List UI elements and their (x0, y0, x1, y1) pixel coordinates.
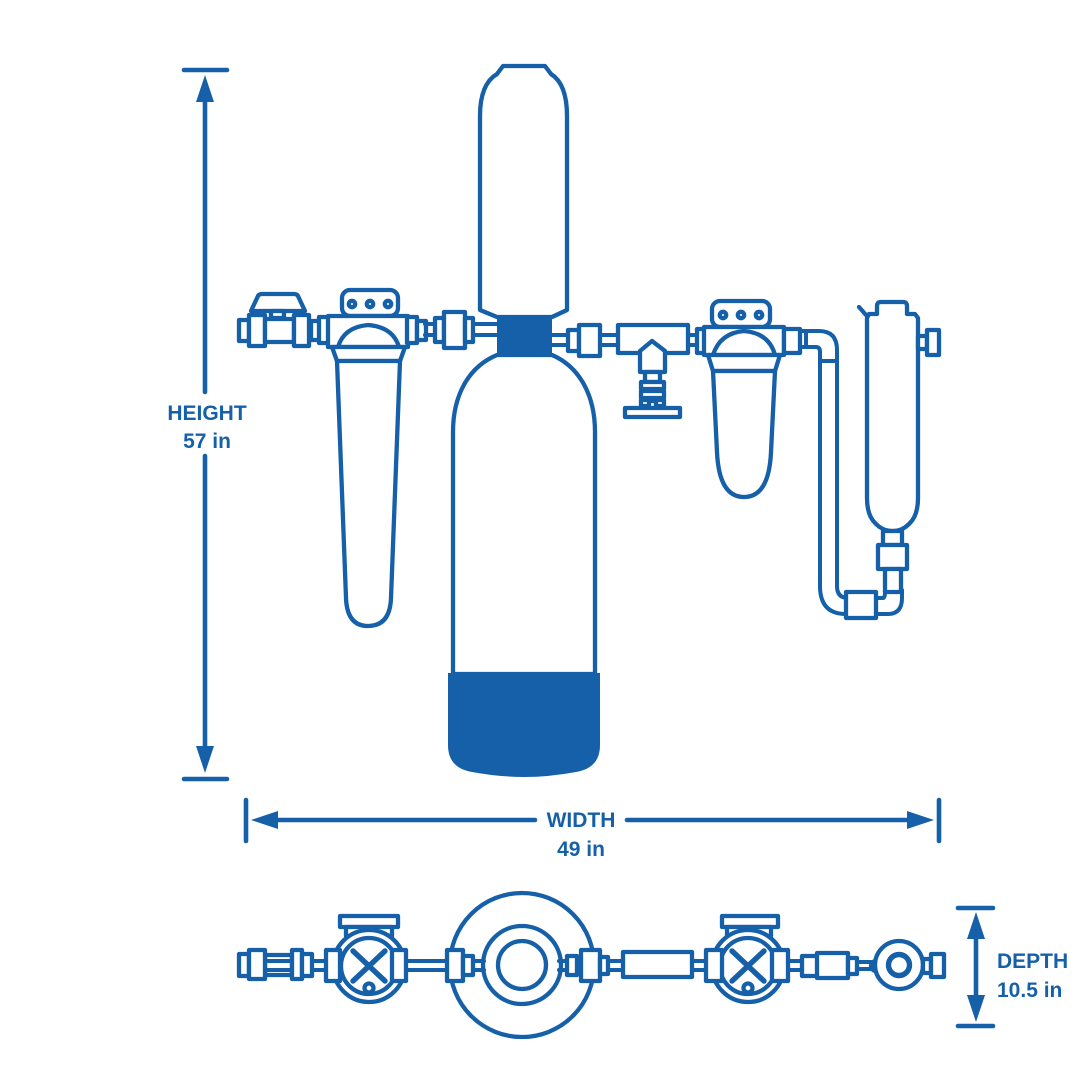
uv-vent-tick (856, 304, 869, 318)
tank-top (444, 890, 611, 1040)
tank-body (450, 352, 598, 677)
height-arrow-down (196, 746, 214, 773)
tank-top-inner (495, 938, 549, 992)
post-filter-collar (705, 352, 783, 374)
valve-body (262, 316, 297, 345)
inlet-piping (423, 309, 501, 351)
height-arrow-up (196, 75, 214, 102)
union-fitting (843, 589, 879, 621)
width-value: 49 in (557, 838, 605, 861)
height-value: 57 in (183, 430, 231, 453)
tee-fitting (615, 322, 707, 420)
pre-filter-top (323, 913, 409, 1005)
uv-outlet-port (924, 327, 942, 358)
return-piping (798, 329, 904, 621)
width-arrow-left (251, 811, 278, 829)
width-dimension: WIDTH 49 in (243, 797, 942, 861)
tank-top-middle (480, 923, 564, 1007)
top-view (236, 890, 947, 1040)
drain-valve (622, 338, 683, 420)
uv-chamber-top (786, 938, 947, 992)
front-view (236, 63, 942, 777)
depth-arrow-up (967, 912, 985, 939)
uv-chamber (856, 299, 942, 595)
depth-value: 10.5 in (997, 979, 1062, 1002)
tank-top-cylinder (477, 63, 570, 320)
height-label: HEIGHT (167, 402, 247, 425)
post-filter-top (703, 913, 791, 1005)
outlet-piping (549, 322, 622, 359)
depth-dimension: DEPTH 10.5 in (955, 905, 1068, 1029)
pre-filter (308, 287, 429, 629)
inlet-shutoff-valve (236, 291, 312, 349)
tank (448, 63, 600, 777)
valve-handle (248, 291, 308, 314)
drain-base-plate (622, 405, 683, 420)
tank-base (448, 673, 600, 777)
pre-filter-sump (334, 358, 403, 629)
pre-filter-head-dome (335, 322, 402, 350)
post-filter (694, 298, 803, 500)
drain-cap (637, 338, 668, 375)
width-label: WIDTH (547, 809, 616, 832)
depth-label: DEPTH (997, 950, 1068, 973)
depth-arrow-down (967, 995, 985, 1022)
height-dimension: HEIGHT 57 in (167, 67, 247, 782)
uv-chamber-body (864, 299, 921, 534)
width-arrow-right (907, 811, 934, 829)
uv-top-outer (872, 938, 926, 992)
tank-valve-band (497, 316, 552, 355)
uv-top-inner (885, 951, 913, 979)
post-filter-sump (710, 368, 778, 500)
union-fitting-top (620, 949, 695, 980)
post-filter-head-dome (710, 328, 778, 358)
inlet-union-top (236, 947, 331, 982)
